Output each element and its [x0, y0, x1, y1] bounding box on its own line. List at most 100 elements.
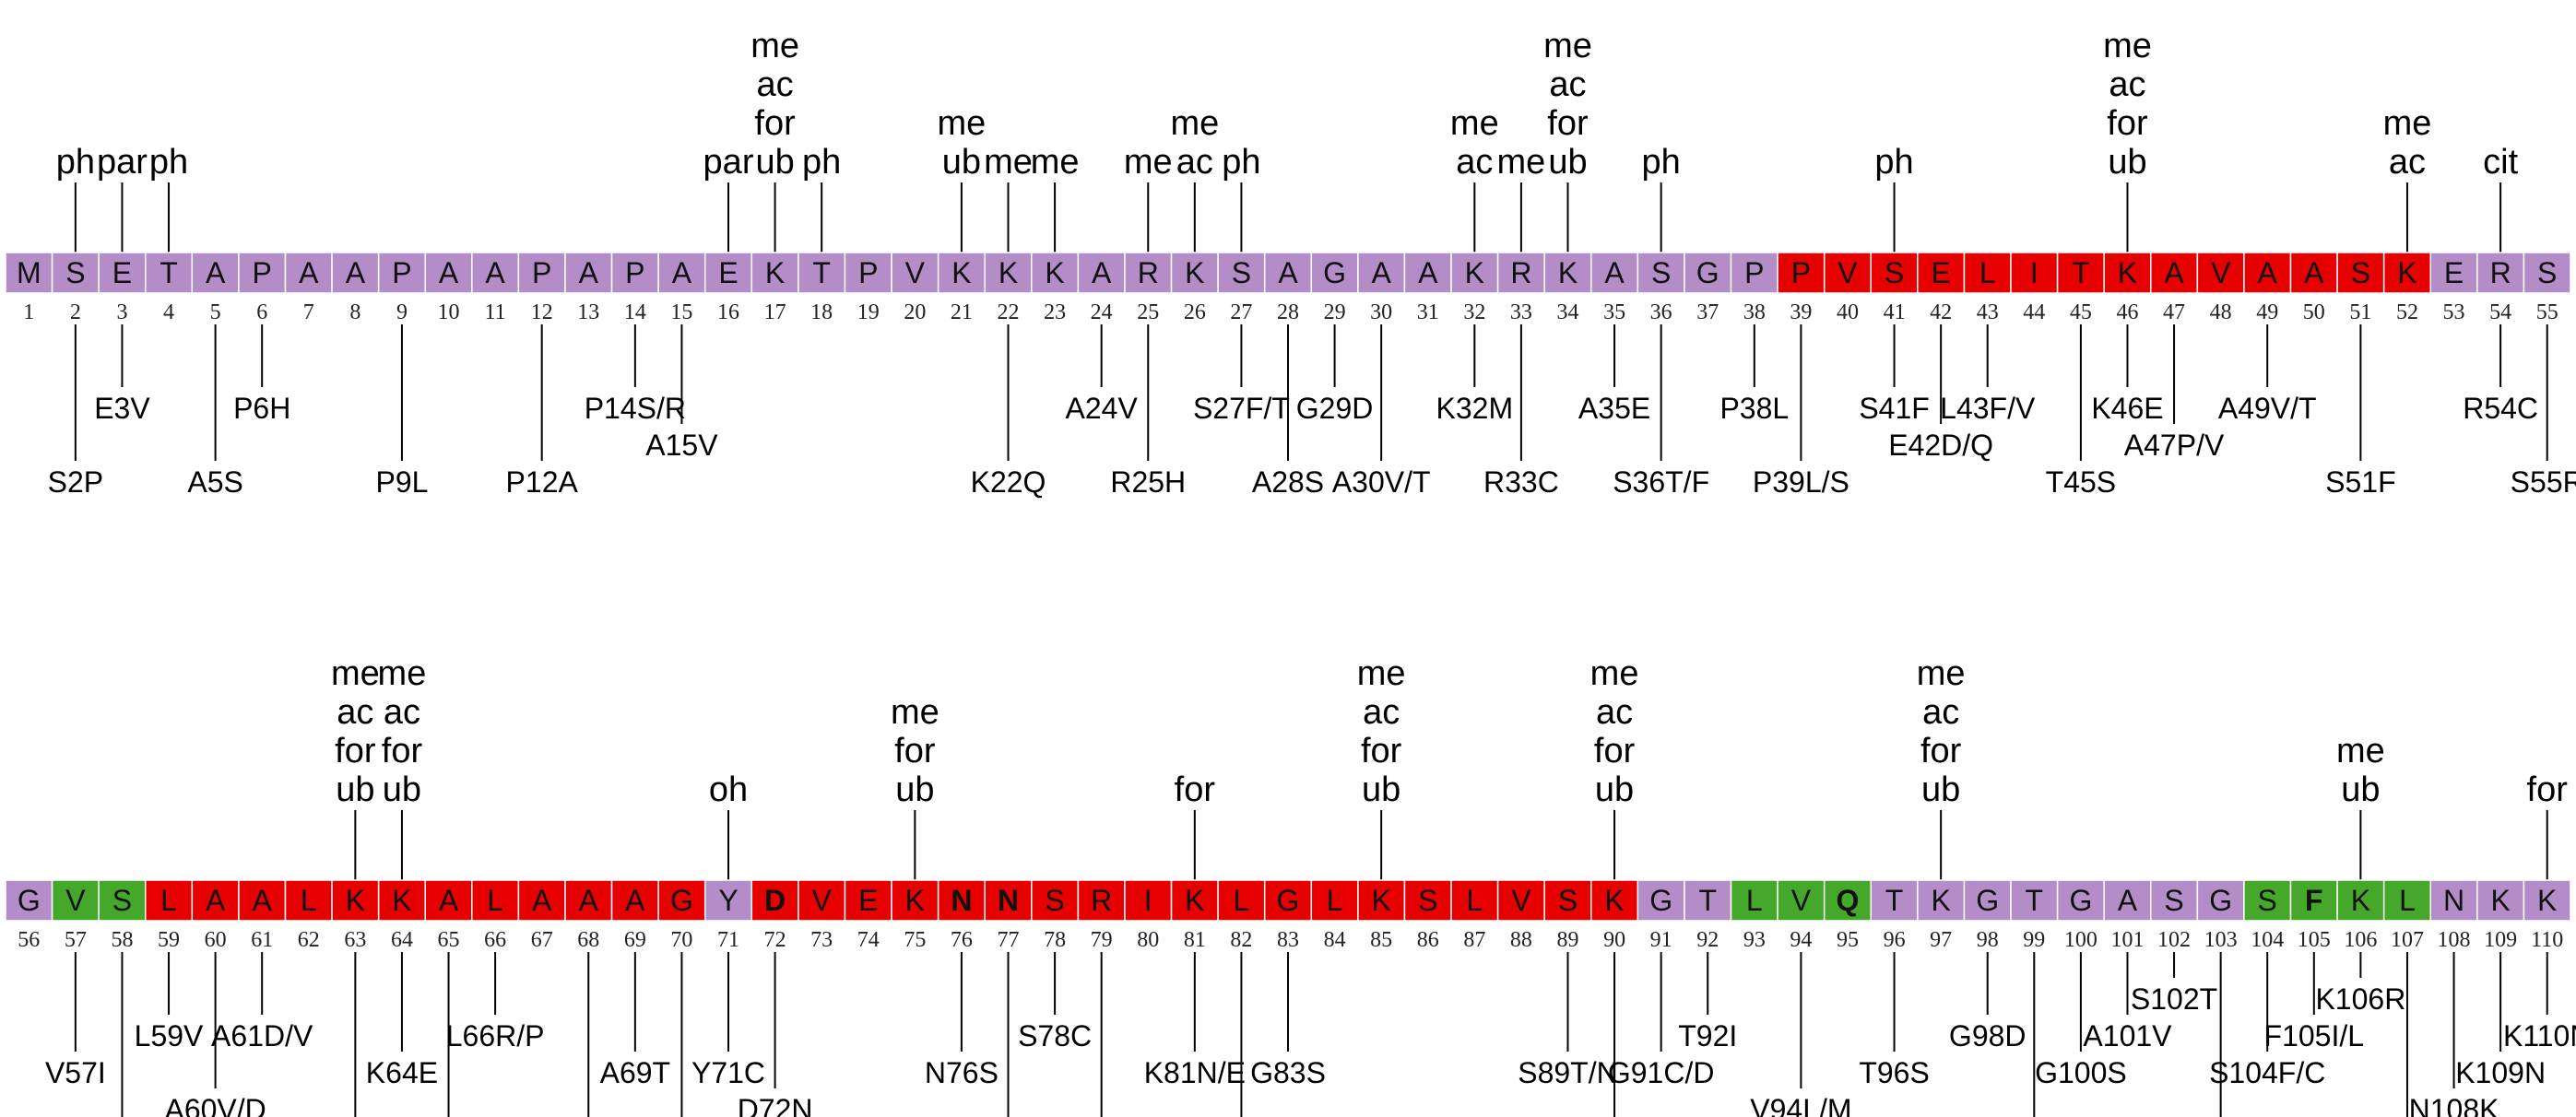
mutation-label-9: P9L	[375, 465, 428, 499]
residue-box-49	[2243, 252, 2292, 294]
mod-label-97-me: me	[1917, 654, 1966, 693]
mutation-label-81: K81N/E	[1144, 1056, 1246, 1089]
mod-label-85-ac: ac	[1363, 693, 1400, 732]
residue-letter-107: L	[2399, 884, 2416, 917]
mod-label-63-me: me	[331, 654, 380, 693]
residue-letter-49: A	[2258, 256, 2278, 289]
mutation-label-29: G29D	[1296, 392, 1374, 425]
residue-letter-69: A	[625, 884, 645, 917]
mutation-label-55: S55R	[2511, 465, 2576, 499]
residue-letter-22: K	[998, 256, 1018, 289]
mod-label-46-ac: ac	[2109, 65, 2145, 104]
residue-number-63: 63	[344, 928, 366, 952]
residue-number-60: 60	[205, 928, 227, 952]
residue-letter-96: T	[1885, 884, 1904, 917]
residue-letter-65: A	[439, 884, 459, 917]
residue-letter-57: V	[65, 884, 86, 917]
mutation-label-33: R33C	[1483, 465, 1559, 499]
residue-box-60	[191, 879, 240, 922]
residue-box-61	[238, 879, 287, 922]
residue-letter-32: K	[1465, 256, 1484, 289]
residue-number-64: 64	[391, 928, 413, 952]
mutation-label-32: K32M	[1436, 392, 1514, 425]
residue-number-30: 30	[1370, 300, 1392, 324]
residue-letter-29: G	[1323, 256, 1346, 289]
residue-number-71: 71	[717, 928, 739, 952]
mod-label-46-me: me	[2103, 27, 2152, 65]
mutation-label-69: A69T	[600, 1056, 670, 1089]
residue-letter-58: S	[112, 884, 132, 917]
residue-number-66: 66	[484, 928, 506, 952]
residue-number-104: 104	[2251, 928, 2284, 952]
mutation-label-46: K46E	[2091, 392, 2163, 425]
residue-letter-20: V	[905, 256, 926, 289]
residue-box-62	[284, 879, 333, 922]
mod-label-75-ub: ub	[895, 770, 934, 809]
residue-number-26: 26	[1184, 300, 1206, 324]
residue-number-17: 17	[764, 300, 786, 324]
residue-letter-8: A	[346, 256, 366, 289]
mod-label-63-ub: ub	[336, 770, 374, 809]
residue-letter-90: K	[1604, 884, 1624, 917]
mutation-label-105: F105I/L	[2264, 1019, 2365, 1052]
mod-label-90-ub: ub	[1595, 770, 1634, 809]
residue-number-108: 108	[2438, 928, 2471, 952]
residue-number-98: 98	[1977, 928, 1999, 952]
residue-number-100: 100	[2064, 928, 2097, 952]
residue-letter-62: L	[301, 884, 317, 917]
residue-number-25: 25	[1137, 300, 1159, 324]
residue-number-95: 95	[1837, 928, 1859, 952]
labels: M1S2E3T4A5P6A7A8P9A10A11P12A13P14A15E16K…	[17, 27, 2576, 1117]
residue-number-14: 14	[624, 300, 646, 324]
residue-box-107	[2382, 879, 2432, 922]
mod-label-46-for: for	[2107, 104, 2148, 143]
mod-label-85-for: for	[1361, 732, 1402, 770]
mutation-label-66: L66R/P	[446, 1019, 545, 1052]
residue-letter-15: A	[672, 256, 692, 289]
residue-letter-56: G	[18, 884, 41, 917]
residue-letter-46: K	[2118, 256, 2137, 289]
residue-number-90: 90	[1603, 928, 1625, 952]
mutation-label-110: K110N	[2503, 1019, 2576, 1052]
residue-box-5	[191, 252, 240, 294]
mod-label-22-me: me	[984, 143, 1033, 182]
mutation-label-108: N108K	[2409, 1093, 2499, 1117]
residue-number-105: 105	[2298, 928, 2331, 952]
residue-box-18	[798, 252, 846, 294]
mutation-label-42: E42D/Q	[1888, 429, 1993, 462]
residue-letter-104: S	[2258, 884, 2277, 917]
residue-number-28: 28	[1277, 300, 1299, 324]
mutation-label-12: P12A	[506, 465, 579, 499]
mutation-label-57: V57I	[45, 1056, 106, 1089]
residue-letter-3: E	[112, 256, 132, 289]
residue-number-22: 22	[998, 300, 1020, 324]
residue-letter-106: K	[2351, 884, 2370, 917]
residue-letter-87: L	[1466, 884, 1483, 917]
residue-letter-77: N	[998, 884, 1019, 917]
residue-number-13: 13	[577, 300, 599, 324]
residue-box-25	[1124, 252, 1173, 294]
residue-number-96: 96	[1884, 928, 1906, 952]
residue-box-35	[1590, 252, 1639, 294]
residue-number-6: 6	[256, 300, 267, 324]
residue-letter-80: I	[1144, 884, 1152, 917]
residue-box-96	[1870, 879, 1919, 922]
mod-label-46-ub: ub	[2108, 143, 2146, 182]
mutation-label-104: S104F/C	[2209, 1056, 2325, 1089]
mutation-label-15: A15V	[645, 429, 718, 462]
mod-label-27-ph: ph	[1222, 143, 1260, 182]
residue-box-50	[2289, 252, 2338, 294]
mutation-label-36: S36T/F	[1613, 465, 1709, 499]
residue-letter-66: L	[487, 884, 503, 917]
residue-letter-6: P	[253, 256, 272, 289]
residue-number-3: 3	[116, 300, 127, 324]
residue-number-42: 42	[1930, 300, 1952, 324]
residue-box-23	[1031, 252, 1080, 294]
residue-letter-50: A	[2304, 256, 2324, 289]
mod-label-90-ac: ac	[1596, 693, 1633, 732]
residue-letter-71: Y	[718, 884, 738, 917]
residue-number-97: 97	[1930, 928, 1952, 952]
residue-number-67: 67	[531, 928, 553, 952]
residue-letter-31: A	[1418, 256, 1438, 289]
residue-letter-2: S	[65, 256, 85, 289]
